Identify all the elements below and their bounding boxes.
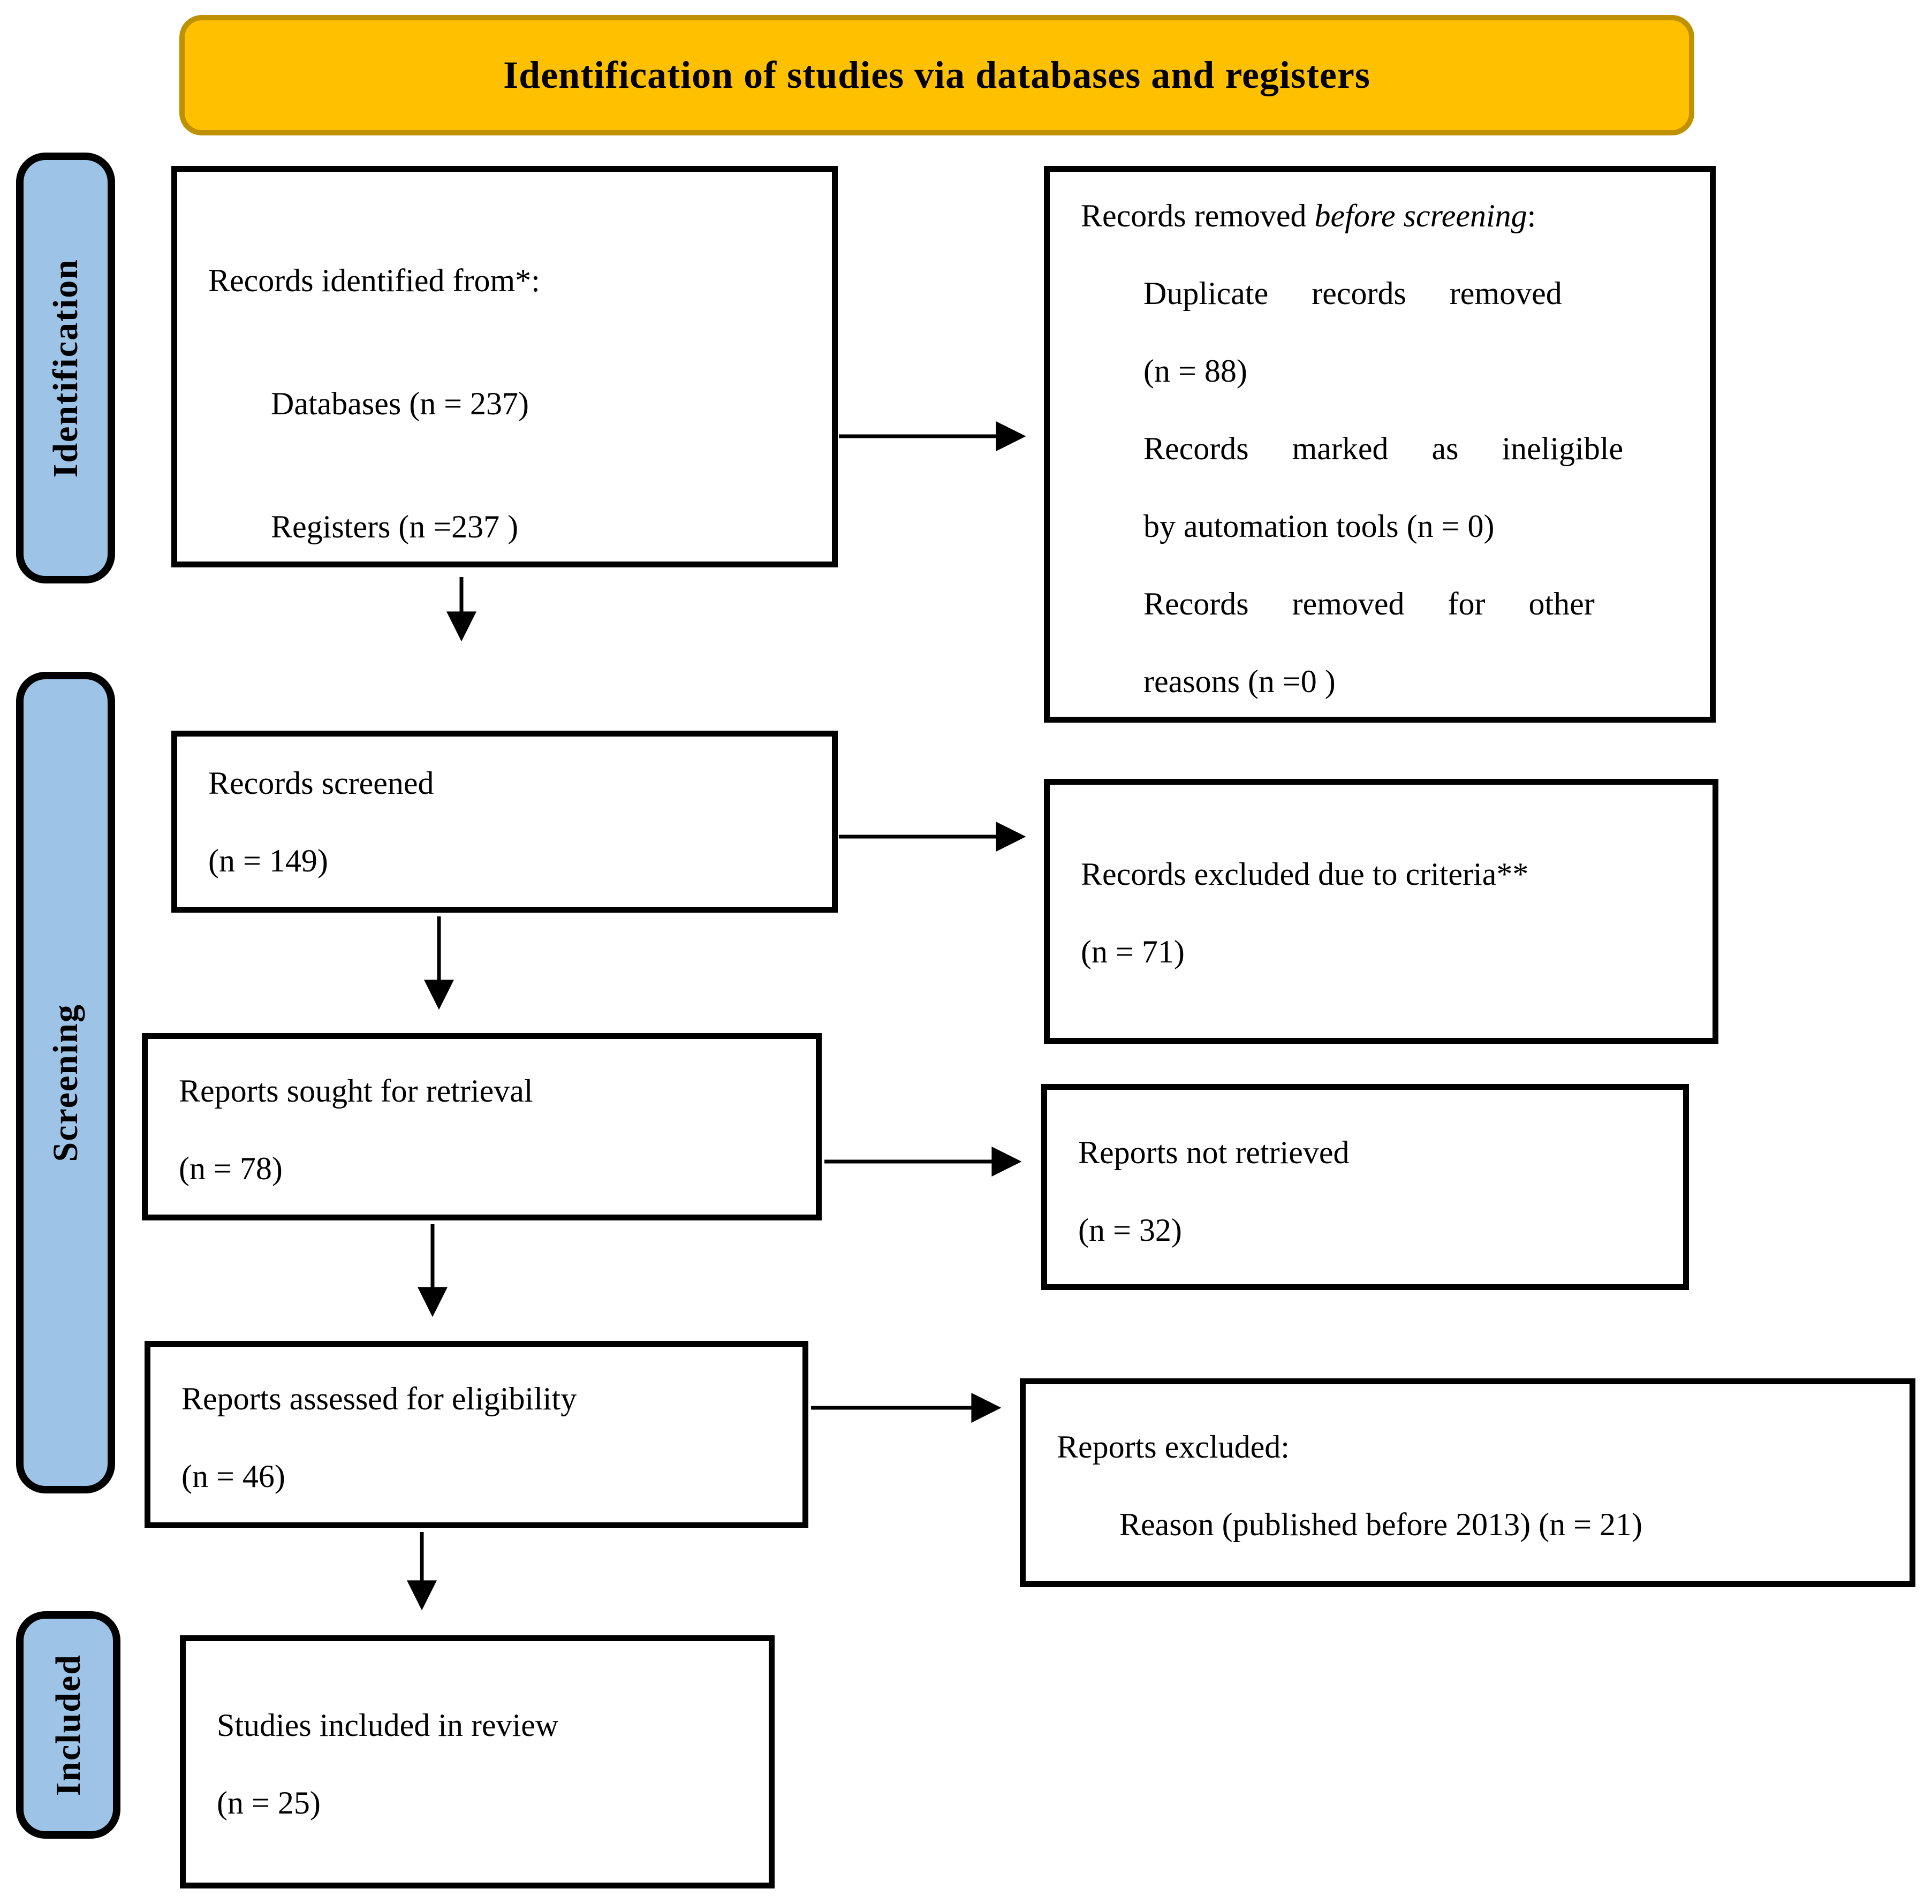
- box-text-line: Records excluded due to criteria**: [1081, 856, 1529, 892]
- reports-assessed-box: Reports assessed for eligibility (n = 46…: [145, 1341, 808, 1528]
- box-text-line: (n = 32): [1078, 1212, 1182, 1248]
- records-excluded-box: Records excluded due to criteria** (n = …: [1044, 779, 1718, 1044]
- box-text-segment: :: [1527, 198, 1536, 233]
- stage-label-text: Screening: [46, 1003, 85, 1162]
- diagram-title: Identification of studies via databases …: [503, 54, 1370, 96]
- box-text-line: (n = 25): [217, 1785, 321, 1820]
- stage-label-screening: Screening: [16, 672, 115, 1493]
- box-text-line: (n = 46): [181, 1459, 285, 1494]
- reports-excluded-box: Reports excluded: Reason (published befo…: [1020, 1378, 1915, 1587]
- reports-sought-box: Reports sought for retrieval (n = 78): [142, 1033, 822, 1220]
- reports-not-retrieved-box: Reports not retrieved (n = 32): [1041, 1084, 1689, 1290]
- records-identified-box: Records identified from*: Databases (n =…: [171, 166, 838, 567]
- box-text-line: Studies included in review: [217, 1708, 559, 1743]
- records-removed-box: Records removed before screening: Duplic…: [1044, 166, 1716, 723]
- stage-label-identification: Identification: [16, 153, 115, 583]
- box-text-line: Reports excluded:: [1057, 1429, 1290, 1465]
- studies-included-box: Studies included in review (n = 25): [180, 1635, 775, 1888]
- box-text-line: Reports not retrieved: [1078, 1135, 1350, 1170]
- box-text-line: (n = 71): [1081, 934, 1185, 969]
- stage-label-text: Included: [48, 1653, 88, 1796]
- box-text-line: Reports assessed for eligibility: [181, 1381, 577, 1416]
- box-text-line: Records removed for other: [1143, 586, 1595, 621]
- box-text-line: Records marked as ineligible: [1143, 431, 1624, 466]
- box-text-segment: Records removed: [1081, 198, 1315, 233]
- box-text-italic-segment: before screening: [1314, 198, 1527, 233]
- stage-label-text: Identification: [46, 258, 85, 478]
- box-text-line: Records removed before screening:: [1050, 177, 1710, 255]
- box-text-line: Reports sought for retrieval: [179, 1073, 533, 1109]
- box-text-line: (n = 88): [1143, 353, 1247, 389]
- records-screened-box: Records screened (n = 149): [171, 731, 838, 913]
- box-text-line: Reason (published before 2013) (n = 21): [1119, 1507, 1642, 1542]
- box-text-line: Databases (n = 237): [271, 386, 529, 421]
- box-text-line: Registers (n =237 ): [271, 509, 519, 544]
- stage-label-included: Included: [16, 1611, 120, 1839]
- header-banner: Identification of studies via databases …: [179, 15, 1694, 135]
- box-text-line: Duplicate records removed: [1143, 276, 1562, 311]
- box-text-line: by automation tools (n = 0): [1143, 509, 1495, 544]
- box-text-line: (n = 149): [208, 843, 328, 878]
- box-text-line: Records screened: [208, 765, 434, 801]
- box-text-line: (n = 78): [179, 1151, 283, 1186]
- box-text-line: reasons (n =0 ): [1143, 664, 1336, 699]
- box-text-line: Records identified from*:: [208, 263, 540, 298]
